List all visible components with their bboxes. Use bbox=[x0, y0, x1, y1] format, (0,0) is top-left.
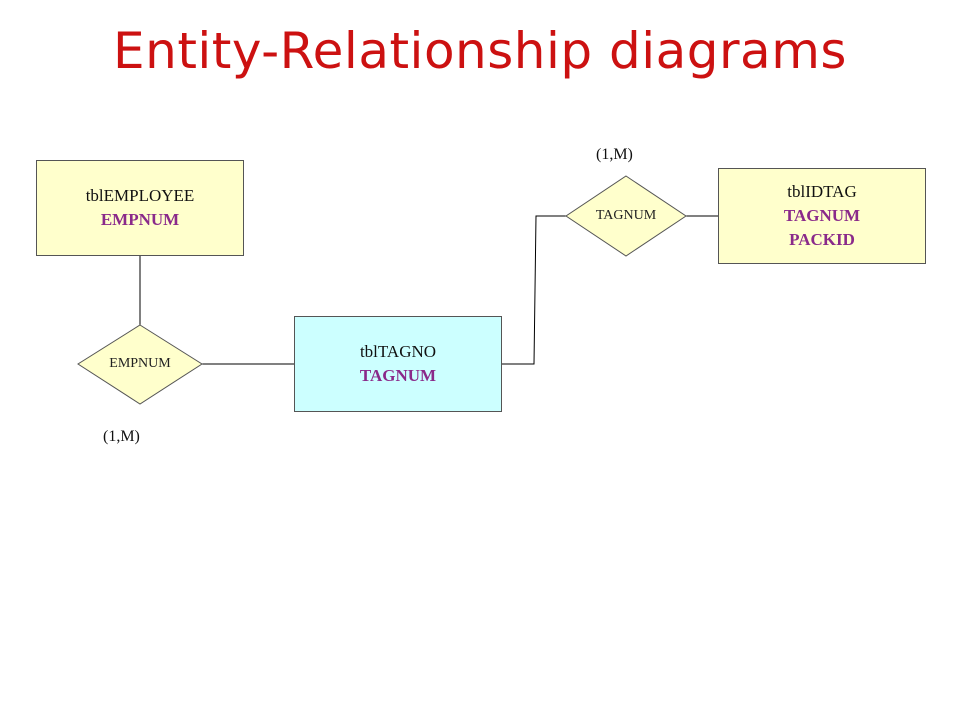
entity-key: EMPNUM bbox=[100, 210, 180, 229]
entity-name: tblTAGNO bbox=[359, 342, 437, 361]
relationship-label-empnum: EMPNUM bbox=[109, 356, 171, 371]
cardinality-tagnum: (1,M) bbox=[596, 146, 633, 163]
relationship-diamond-tagnum bbox=[565, 175, 687, 257]
entity-key: PACKID bbox=[789, 230, 855, 249]
entity-key: TAGNUM bbox=[359, 366, 437, 385]
entity-name: tblEMPLOYEE bbox=[85, 186, 195, 205]
entity-key: TAGNUM bbox=[783, 206, 861, 225]
relationship-label-tagnum: TAGNUM bbox=[595, 208, 657, 223]
entity-name: tblIDTAG bbox=[787, 182, 857, 201]
entity-tblidtag: tblIDTAG TAGNUM PACKID bbox=[718, 168, 926, 264]
connector-tagno-to-tagnum bbox=[502, 215, 566, 365]
cardinality-empnum: (1,M) bbox=[103, 428, 140, 445]
relationship-diamond-empnum bbox=[77, 324, 203, 405]
page-title: Entity-Relationship diagrams bbox=[113, 22, 847, 80]
entity-tbltagno: tblTAGNO TAGNUM bbox=[294, 316, 502, 412]
entity-tblemployee: tblEMPLOYEE EMPNUM bbox=[36, 160, 244, 256]
